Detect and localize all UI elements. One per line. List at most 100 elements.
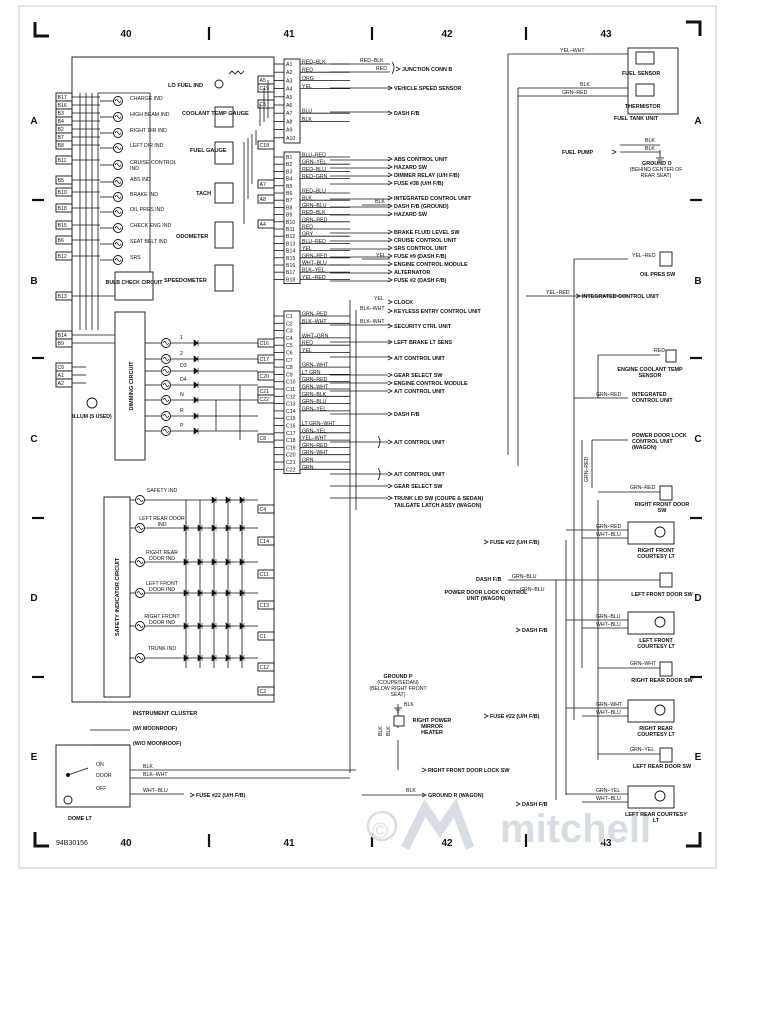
wire-label-security: BLK–WHT xyxy=(360,319,385,325)
conn-a-wire-label: BLU xyxy=(302,109,312,115)
conn-c-wire-label: GRN–RED xyxy=(302,377,328,383)
conn-a-wire-label: RED xyxy=(302,68,313,74)
cluster-pin-a5: A5 xyxy=(260,78,266,84)
conn-b-wire-label: RED–BLU xyxy=(302,167,326,173)
conn-c-pin-c14: C14 xyxy=(286,409,296,415)
dome-door-label: DOOR xyxy=(96,773,112,779)
destination-arrow-icon xyxy=(387,229,393,235)
dest-dome-fuse22: FUSE #22 (U/H F/B) xyxy=(196,793,246,799)
conn-b-wire-label: GRN–RED xyxy=(302,217,328,223)
indicator-label: SRS xyxy=(130,255,141,261)
dest-left-brake: LEFT BRAKE LT SENS xyxy=(394,340,452,346)
fuel-sensor-connector xyxy=(635,51,655,65)
wire-label-mirror-blk: BLK xyxy=(404,702,414,708)
brace-icon xyxy=(377,467,381,481)
fuel-sensor-label: FUEL SENSOR xyxy=(622,71,660,77)
indicator-lamp-icon-filament xyxy=(114,258,122,262)
conn-c-pin-c12: C12 xyxy=(286,394,296,400)
pin-b17: B17 xyxy=(58,95,67,101)
wire-label-pdl: GRN–BLU xyxy=(520,587,545,593)
pin-b11: B11 xyxy=(58,158,67,164)
lr-door-sw-label: LEFT REAR DOOR SW xyxy=(633,764,692,770)
tach-label: TACH xyxy=(196,191,211,197)
brace-icon xyxy=(391,61,395,75)
wire-label-ground-blk1: BLK xyxy=(645,138,655,144)
lf-door-sw-label: LEFT FRONT DOOR SW xyxy=(631,592,693,598)
mirror-heater-icon xyxy=(393,715,405,727)
conn-c-wire-label: GRN–WHT xyxy=(302,385,329,391)
gear-label: 2 xyxy=(180,351,183,357)
dest-dash-fb-c: DASH F/B xyxy=(522,802,548,808)
rr-courtesy-wire2-label: WHT–BLU xyxy=(596,710,621,716)
harness-lines xyxy=(349,53,660,800)
wire-label-oil-pres: YEL–RED xyxy=(632,253,656,259)
conn-c-pin-c7: C7 xyxy=(286,358,293,364)
conn-b-wire-label: BLU–RED xyxy=(302,239,326,245)
conn-b-wire-label: RED–GRN xyxy=(302,174,328,180)
lf-courtesy-wire1-label: GRN–BLU xyxy=(596,614,621,620)
indicator-lamp-icon-filament xyxy=(114,210,122,214)
destination-arrow-icon xyxy=(387,253,393,259)
wire-label-fuel-sensor: YEL–WHT xyxy=(560,48,585,54)
dome-on-label: ON xyxy=(96,762,104,768)
gear-label: R xyxy=(180,408,184,414)
cluster-pin-c18: C18 xyxy=(260,143,270,149)
conn-c-wire-label: GRN xyxy=(302,458,314,464)
conn-a-wire-label: ORG xyxy=(302,76,314,82)
grid-col-bottom-40: 40 xyxy=(120,838,132,849)
conn-c-wire-label: GRN xyxy=(302,465,314,471)
rr-door-sw-label: RIGHT REAR DOOR SW xyxy=(631,678,693,684)
pin-b8: B8 xyxy=(58,143,64,149)
wire-label-keyless: BLK–WHT xyxy=(360,306,385,312)
dest-at-1: A/T CONTROL UNIT xyxy=(394,356,446,362)
conn-b-wire-label: YEL xyxy=(302,246,312,252)
grid-col-bottom-43: 43 xyxy=(600,838,612,849)
cluster-pin-c12: C12 xyxy=(260,665,270,671)
conn-b-pin-b14: B14 xyxy=(286,249,295,255)
grid-row-right-c: C xyxy=(694,434,701,445)
safety-lamp-icon-filament xyxy=(136,624,144,628)
ground-o-label: GROUND O xyxy=(642,161,672,167)
destination-arrow-icon xyxy=(387,277,393,283)
dest-ground-r: GROUND R (WAGON) xyxy=(428,793,484,799)
conn-c-wire-label: LT GRN–WHT xyxy=(302,421,336,427)
conn-b-pin-b8: B8 xyxy=(286,205,292,211)
coolant-gauge-icon xyxy=(214,106,234,128)
wire-label-yel: YEL xyxy=(376,253,386,259)
moonroof-w-label: (W/ MOONROOF) xyxy=(133,726,177,732)
fuel-gauge-icon xyxy=(214,141,234,165)
conn-c-pin-c3: C3 xyxy=(286,329,293,335)
indicator-lamp-icon-filament xyxy=(114,226,122,230)
cluster-pin-c2: C2 xyxy=(260,689,267,695)
cluster-pin-c8-box xyxy=(257,433,275,443)
cluster-pin-c11: C11 xyxy=(260,572,269,578)
destination-arrow-icon xyxy=(483,539,489,545)
fuel-tank-label: FUEL TANK UNIT xyxy=(614,116,659,122)
dome-lt-label: DOME LT xyxy=(68,816,93,822)
cluster-pin-c20: C20 xyxy=(260,374,270,380)
dest-b-group-item: DIMMER RELAY (U/H F/B) xyxy=(394,173,460,179)
gear-diode-icon xyxy=(193,339,199,347)
destination-arrow-icon xyxy=(387,380,393,386)
dest-b-group-item: CRUISE CONTROL UNIT xyxy=(394,238,457,244)
conn-a-pin-a7: A7 xyxy=(286,111,292,117)
cluster-pin-c18-box xyxy=(257,140,275,150)
rf-courtesy-bulb-icon xyxy=(654,526,666,538)
dest-b-group-item: ENGINE CONTROL MODULE xyxy=(394,262,468,268)
conn-c-wire-label: GRN–WHT xyxy=(302,363,329,369)
grid-col-top-40: 40 xyxy=(120,29,132,40)
lf-door-switch-icon xyxy=(659,572,673,588)
dash-fb-a-label: DASH F/B xyxy=(476,577,502,583)
cluster-pin-a7: A7 xyxy=(260,182,266,188)
lr-door-sw-wire-label: GRN–YEL xyxy=(630,747,654,753)
indicator-lamp-icon-filament xyxy=(114,163,122,167)
indicator-lamp-icon-filament xyxy=(114,195,122,199)
gear-diode-icon xyxy=(193,427,199,435)
grid-col-top-43: 43 xyxy=(600,29,612,40)
cluster-pin-c19-box xyxy=(257,83,275,93)
